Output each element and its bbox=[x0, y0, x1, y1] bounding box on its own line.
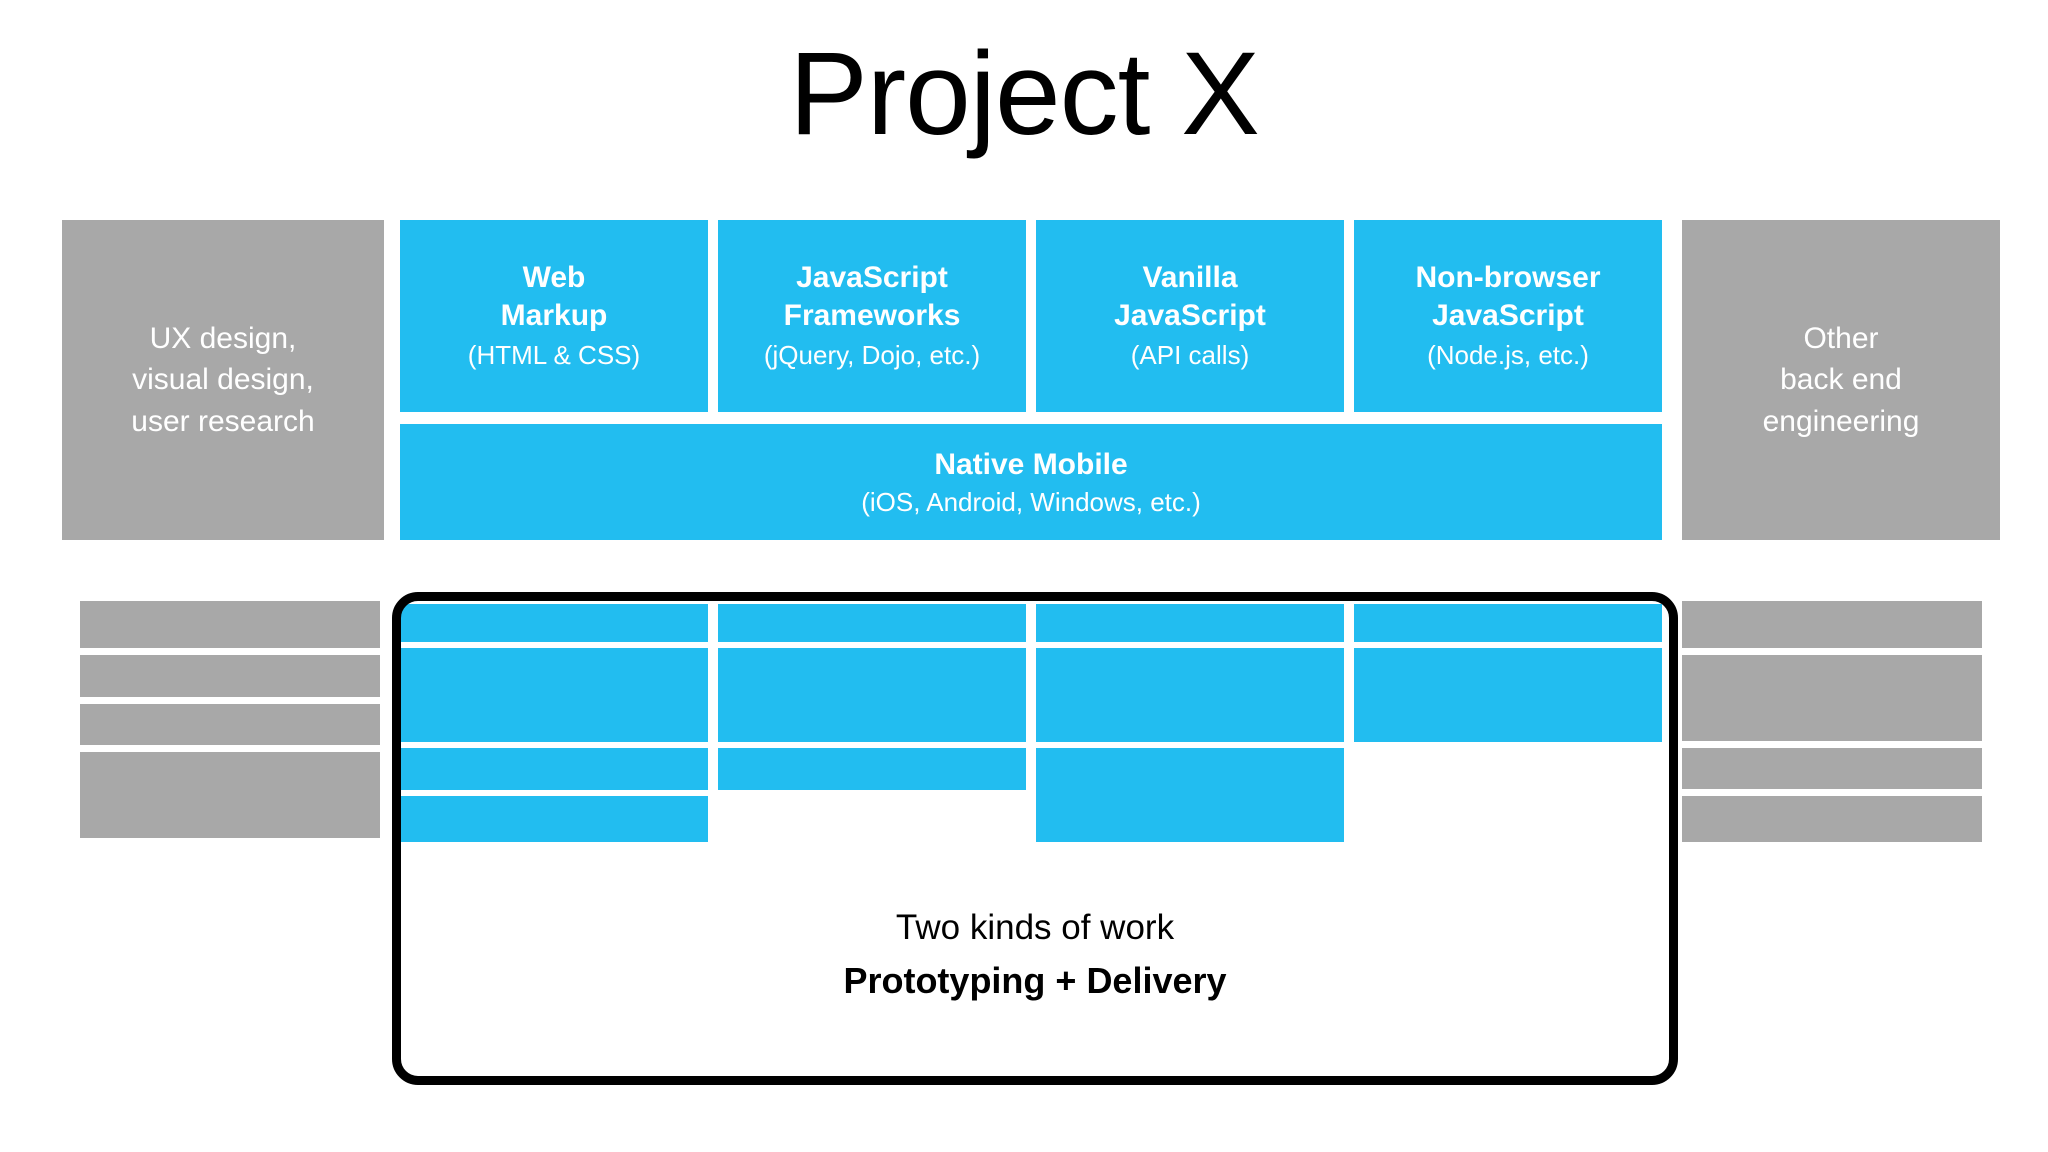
tech-box-non-browser-javascript[interactable]: Non-browser JavaScript (Node.js, etc.) bbox=[1354, 220, 1662, 412]
chart-block-web-markup-band-2 bbox=[400, 648, 708, 742]
focus-highlight-frame bbox=[392, 592, 1678, 1085]
discipline-box-ux-design: UX design, visual design, user research bbox=[62, 220, 384, 540]
chart-block-ux-band-1 bbox=[80, 601, 380, 648]
chart-block-js-frameworks-band-1 bbox=[718, 604, 1026, 642]
tech-box-web-markup-subtitle: (HTML & CSS) bbox=[467, 340, 641, 371]
chart-block-ux-band-3 bbox=[80, 704, 380, 745]
tech-box-native-mobile-subtitle: (iOS, Android, Windows, etc.) bbox=[861, 487, 1201, 517]
chart-block-backend-band-1 bbox=[1682, 601, 1982, 648]
discipline-box-ux-design-label: UX design, visual design, user research bbox=[131, 321, 315, 438]
chart-block-backend-band-3 bbox=[1682, 748, 1982, 789]
chart-block-non-browser-js-band-2 bbox=[1354, 648, 1662, 742]
page-title: Project X bbox=[789, 28, 1260, 160]
tech-box-vanilla-javascript[interactable]: Vanilla JavaScript (API calls) bbox=[1036, 220, 1344, 412]
chart-block-web-markup-band-4 bbox=[400, 796, 708, 842]
chart-block-web-markup-band-1 bbox=[400, 604, 708, 642]
chart-block-non-browser-js-band-1 bbox=[1354, 604, 1662, 642]
tech-box-non-browser-javascript-title: Non-browser JavaScript bbox=[1415, 260, 1601, 333]
chart-block-vanilla-js-band-2 bbox=[1036, 648, 1344, 742]
tech-box-web-markup-title: Web Markup bbox=[500, 260, 608, 333]
chart-block-ux-band-2 bbox=[80, 655, 380, 697]
chart-block-js-frameworks-band-2 bbox=[718, 648, 1026, 742]
work-callout-line-2: Prototyping + Delivery bbox=[843, 960, 1227, 1002]
work-callout-line-1: Two kinds of work bbox=[895, 908, 1175, 947]
tech-box-native-mobile-title: Native Mobile bbox=[934, 447, 1128, 481]
discipline-box-back-end: Other back end engineering bbox=[1682, 220, 2000, 540]
tech-box-vanilla-javascript-subtitle: (API calls) bbox=[1130, 340, 1250, 371]
chart-block-js-frameworks-band-3 bbox=[718, 748, 1026, 790]
chart-block-backend-band-2 bbox=[1682, 655, 1982, 741]
tech-box-vanilla-javascript-title: Vanilla JavaScript bbox=[1114, 260, 1266, 333]
chart-block-ux-band-4 bbox=[80, 752, 380, 838]
tech-box-native-mobile[interactable]: Native Mobile (iOS, Android, Windows, et… bbox=[400, 424, 1662, 540]
chart-block-web-markup-band-3 bbox=[400, 748, 708, 790]
chart-block-vanilla-js-band-1 bbox=[1036, 604, 1344, 642]
work-callout: Two kinds of work Prototyping + Delivery bbox=[392, 905, 1678, 1005]
tech-box-non-browser-javascript-subtitle: (Node.js, etc.) bbox=[1427, 340, 1589, 371]
chart-block-backend-band-4 bbox=[1682, 796, 1982, 842]
discipline-box-back-end-label: Other back end engineering bbox=[1762, 321, 1920, 438]
tech-box-javascript-frameworks-title: JavaScript Frameworks bbox=[783, 260, 961, 333]
tech-box-javascript-frameworks[interactable]: JavaScript Frameworks (jQuery, Dojo, etc… bbox=[718, 220, 1026, 412]
tech-box-web-markup[interactable]: Web Markup (HTML & CSS) bbox=[400, 220, 708, 412]
chart-block-vanilla-js-band-3 bbox=[1036, 748, 1344, 842]
tech-box-javascript-frameworks-subtitle: (jQuery, Dojo, etc.) bbox=[763, 340, 981, 371]
